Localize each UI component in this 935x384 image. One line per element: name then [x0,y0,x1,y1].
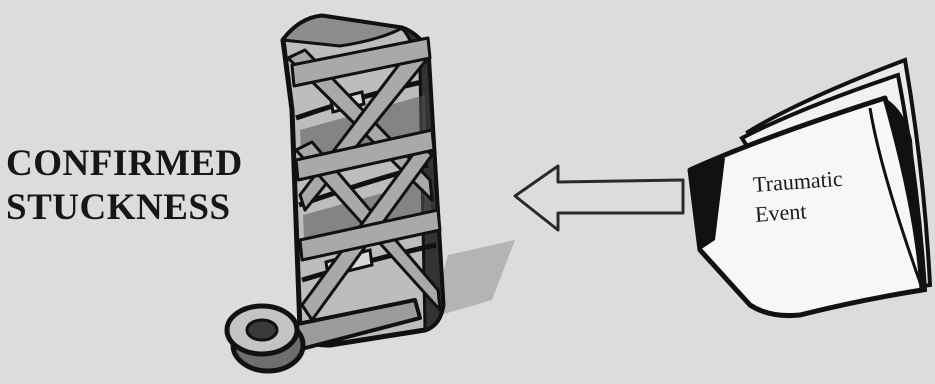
taped-filing-cabinet-icon [283,16,515,345]
document-line-1: Traumatic [752,164,843,200]
document-line-2: Event [754,194,845,230]
document-text: Traumatic Event [752,164,846,230]
left-arrow-icon [515,166,683,230]
